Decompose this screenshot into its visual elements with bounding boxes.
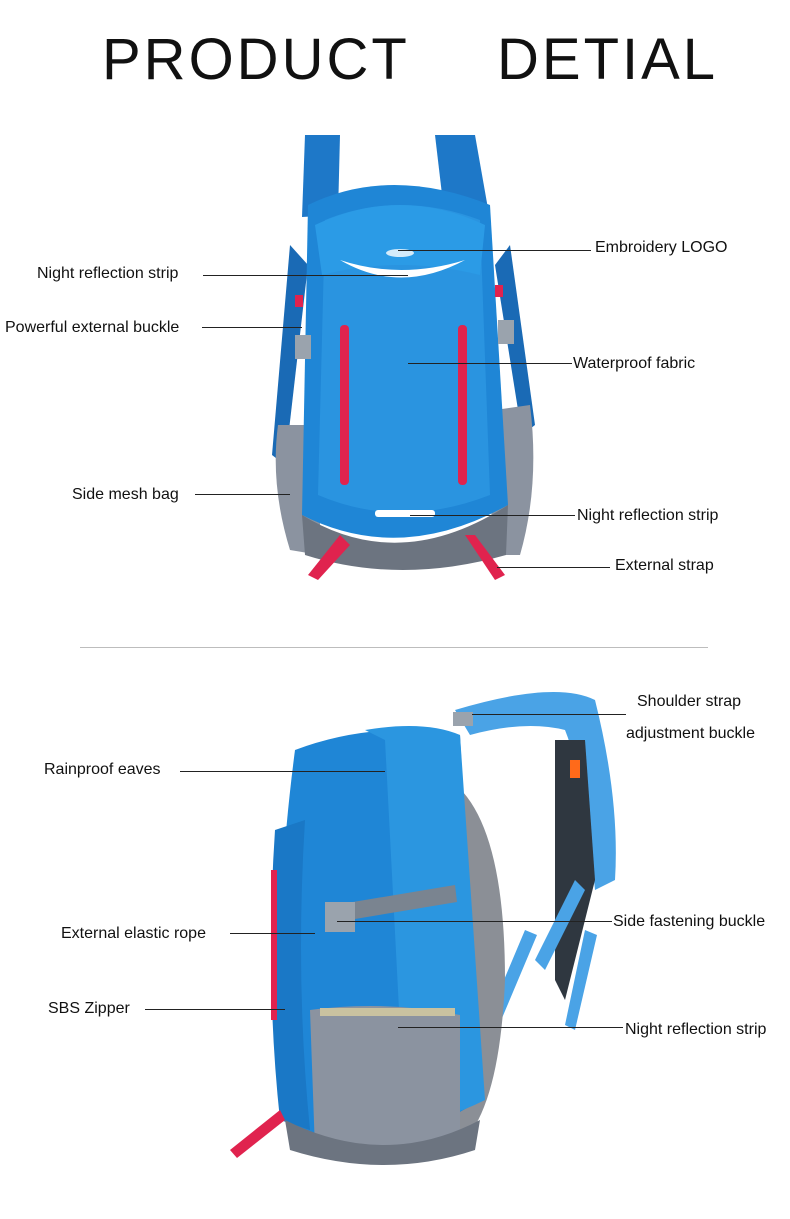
leader-rainproof-eaves [180, 771, 385, 772]
label-shoulder-strap-line2: adjustment buckle [626, 725, 755, 742]
label-waterproof-fabric: Waterproof fabric [573, 355, 696, 372]
label-night-reflection-side: Night reflection strip [625, 1021, 767, 1038]
leader-sbs-zipper [145, 1009, 285, 1010]
leader-elastic-rope [230, 933, 315, 934]
leader-side-mesh-bag [195, 494, 290, 495]
label-rainproof-eaves: Rainproof eaves [44, 761, 161, 778]
leader-shoulder-strap [472, 714, 626, 715]
label-night-reflection-bottom: Night reflection strip [577, 507, 719, 524]
label-side-fastening-buckle: Side fastening buckle [613, 913, 766, 930]
leader-external-buckle [202, 327, 302, 328]
leader-side-fastening-buckle [337, 921, 612, 922]
title-word-product: PRODUCT [102, 27, 410, 92]
leader-night-reflection-top [203, 275, 408, 276]
label-side-mesh-bag: Side mesh bag [72, 486, 179, 503]
label-elastic-rope: External elastic rope [61, 925, 206, 942]
label-shoulder-strap-line1: Shoulder strap [637, 693, 742, 710]
label-embroidery-logo: Embroidery LOGO [595, 239, 728, 256]
leader-external-strap [497, 567, 610, 568]
leader-night-reflection-bottom [410, 515, 575, 516]
leader-waterproof-fabric [408, 363, 572, 364]
label-night-reflection-top: Night reflection strip [37, 265, 179, 282]
label-sbs-zipper: SBS Zipper [48, 1000, 130, 1017]
backpack-front-image [272, 135, 535, 580]
leader-night-reflection-side [398, 1027, 623, 1028]
backpack-side-image [230, 692, 616, 1165]
label-external-buckle: Powerful external buckle [5, 319, 180, 336]
section-divider [80, 647, 708, 648]
label-external-strap: External strap [615, 557, 714, 574]
title-word-detail: DETIAL [497, 27, 719, 92]
leader-embroidery-logo [398, 250, 591, 251]
